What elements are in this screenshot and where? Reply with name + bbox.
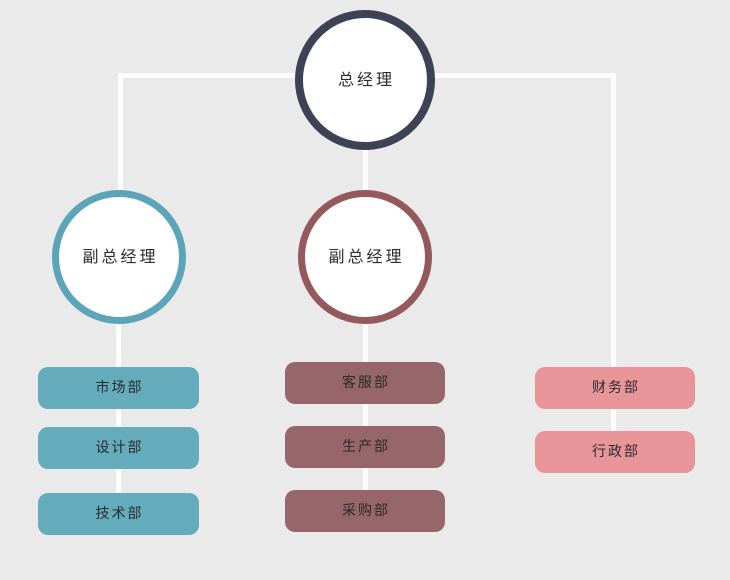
dept-box-marketing[interactable]: 市场部 <box>38 367 199 409</box>
node-ceo-label: 总经理 <box>337 70 395 89</box>
connector-vp-mid-to-departments <box>363 324 368 512</box>
connector-finance-to-administration <box>611 373 616 453</box>
dept-box-finance-label: 财务部 <box>592 380 640 396</box>
node-vp-left[interactable]: 副总经理 <box>52 190 186 324</box>
dept-box-procurement-label: 采购部 <box>342 503 390 519</box>
node-vp-left-label: 副总经理 <box>82 247 159 266</box>
dept-box-production-label: 生产部 <box>342 439 390 455</box>
node-ceo[interactable]: 总经理 <box>295 10 435 150</box>
dept-box-technology[interactable]: 技术部 <box>38 493 199 535</box>
node-vp-mid[interactable]: 副总经理 <box>298 190 432 324</box>
dept-box-design-label: 设计部 <box>95 440 144 456</box>
dept-box-technology-label: 技术部 <box>95 506 144 522</box>
dept-box-finance[interactable]: 财务部 <box>535 367 695 409</box>
dept-box-design[interactable]: 设计部 <box>38 427 199 469</box>
dept-box-customer-service-label: 客服部 <box>342 375 390 391</box>
dept-box-customer-service[interactable]: 客服部 <box>285 362 445 404</box>
dept-box-marketing-label: 市场部 <box>95 380 144 396</box>
dept-box-administration[interactable]: 行政部 <box>535 431 695 473</box>
connector-ceo-to-vp-mid <box>363 150 368 194</box>
node-vp-mid-label: 副总经理 <box>328 247 405 266</box>
dept-box-production[interactable]: 生产部 <box>285 426 445 468</box>
dept-box-procurement[interactable]: 采购部 <box>285 490 445 532</box>
connector-bar-to-vp-left <box>118 73 123 193</box>
dept-box-administration-label: 行政部 <box>592 444 640 460</box>
connector-bar-to-finance <box>611 73 616 373</box>
connector-vp-left-to-departments <box>116 324 121 516</box>
